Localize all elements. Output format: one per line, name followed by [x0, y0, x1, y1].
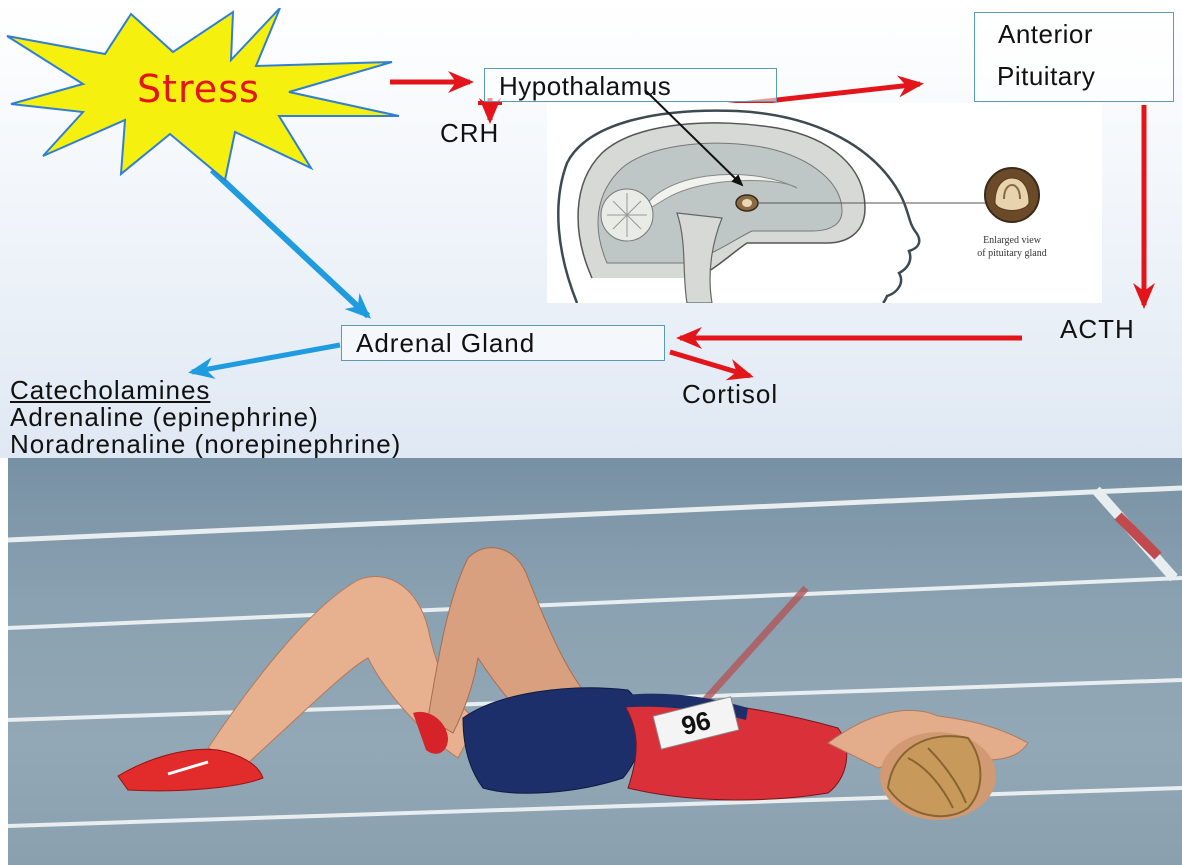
- adrenal-gland-box: Adrenal Gland: [341, 325, 665, 361]
- stress-label: Stress: [137, 70, 260, 108]
- anterior-label: Anterior: [998, 21, 1093, 47]
- brain-illustration: Enlarged view of pituitary gland: [547, 103, 1102, 303]
- pituitary-caption-2: of pituitary gland: [977, 248, 1046, 259]
- arrow-adrenal-to-catecholamines: [192, 345, 340, 372]
- cortisol-label: Cortisol: [682, 381, 778, 407]
- arrow-adrenal-to-cortisol: [670, 352, 750, 376]
- adrenal-gland-label: Adrenal Gland: [356, 330, 535, 356]
- catecholamines-heading: Catecholamines: [10, 377, 210, 403]
- hypothalamus-box: Hypothalamus: [484, 68, 777, 102]
- anterior-pituitary-box: Anterior Pituitary: [974, 12, 1174, 102]
- adrenaline-label: Adrenaline (epinephrine): [10, 404, 319, 430]
- hypothalamus-label: Hypothalamus: [499, 73, 671, 99]
- stress-response-diagram: Stress Hypothalamus CRH Anterior Pituita…: [0, 0, 1182, 458]
- acth-label: ACTH: [1060, 316, 1135, 342]
- pituitary-label: Pituitary: [997, 63, 1095, 89]
- pituitary-caption-1: Enlarged view: [983, 235, 1042, 246]
- athlete-shorts: [463, 688, 642, 793]
- crh-label: CRH: [440, 120, 499, 146]
- runner-photo: 96: [8, 458, 1182, 865]
- noradrenaline-label: Noradrenaline (norepinephrine): [10, 431, 401, 457]
- arrow-stress-to-adrenal: [212, 170, 368, 316]
